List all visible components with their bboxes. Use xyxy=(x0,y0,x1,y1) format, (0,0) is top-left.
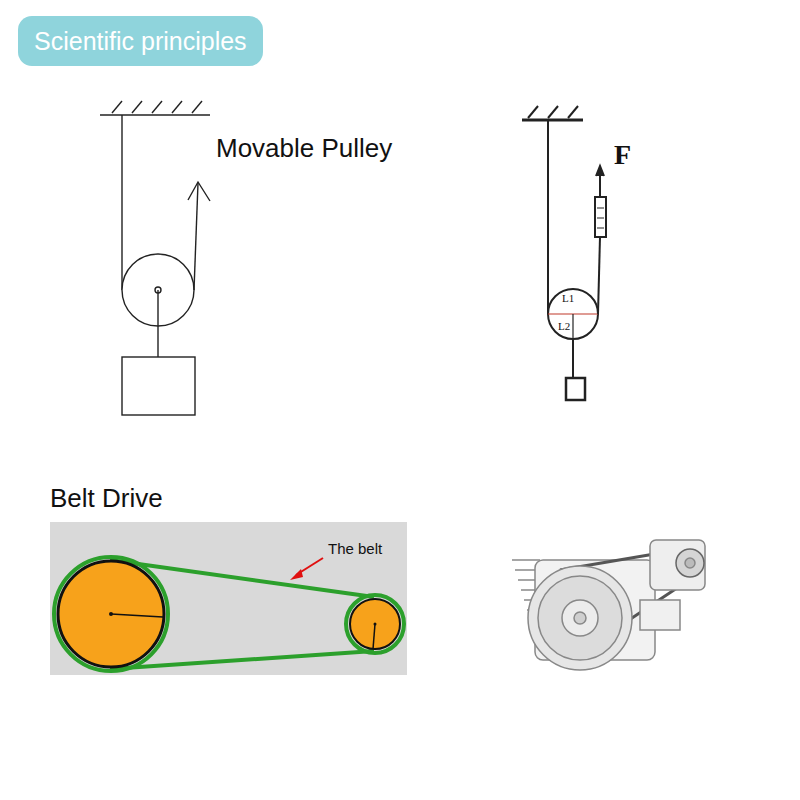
fin-stroke xyxy=(512,559,540,561)
hatch-stroke xyxy=(172,101,182,113)
part-label: The belt xyxy=(328,541,382,558)
lever-arm-label: L2 xyxy=(558,320,570,332)
hatch-stroke xyxy=(192,101,202,113)
belt-drive xyxy=(50,522,407,675)
engine-sketch xyxy=(512,540,705,670)
lever-arm-label: L1 xyxy=(562,292,574,304)
hatch-stroke xyxy=(152,101,162,113)
hatch-stroke xyxy=(528,106,538,118)
hatch-stroke xyxy=(112,101,122,113)
hatch-stroke xyxy=(132,101,142,113)
force-label: F xyxy=(614,140,631,171)
title-badge: Scientific principles xyxy=(18,16,263,66)
movable-pulley xyxy=(100,101,210,415)
diagram-label: Belt Drive xyxy=(50,484,163,513)
pulley-with-spring-scale xyxy=(522,106,606,400)
hatch-stroke xyxy=(548,106,558,118)
badge-text: Scientific principles xyxy=(34,27,247,56)
diagram-label: Movable Pulley xyxy=(216,134,392,163)
hatch-stroke xyxy=(568,106,578,118)
